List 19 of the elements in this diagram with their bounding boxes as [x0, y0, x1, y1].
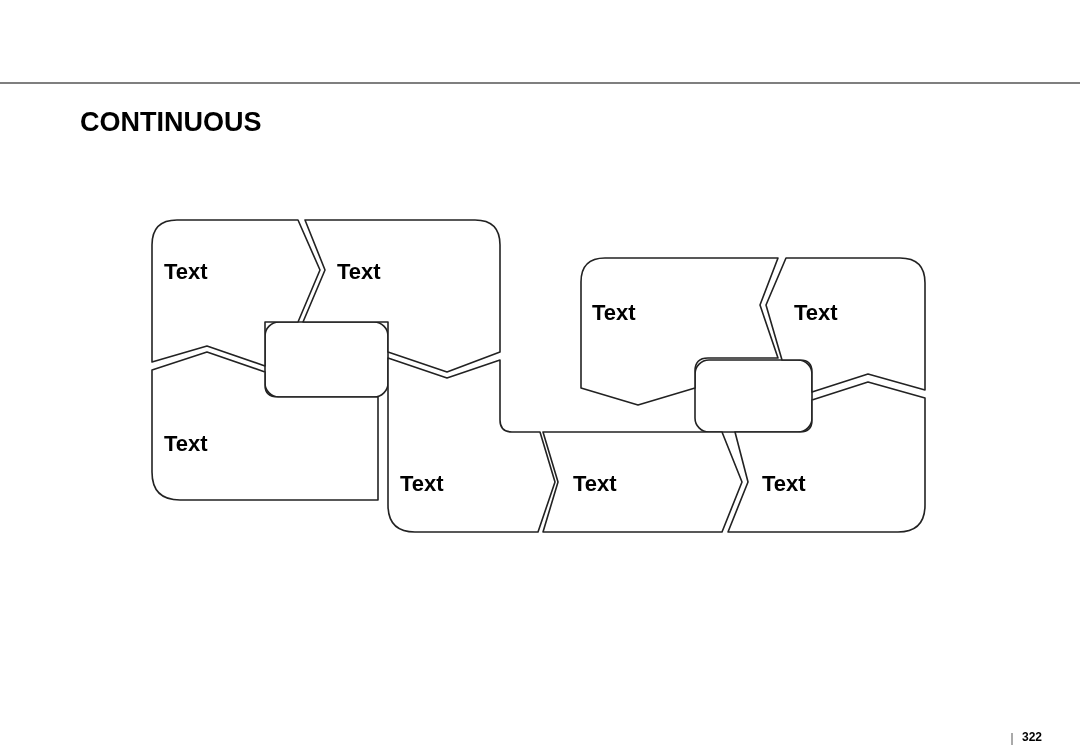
piece-label: Text: [337, 258, 381, 286]
piece-label: Text: [573, 470, 617, 498]
piece-label: Text: [400, 470, 444, 498]
puzzle-piece: [764, 256, 927, 394]
slide-title: CONTINUOUS: [80, 109, 262, 136]
piece-label: Text: [794, 299, 838, 327]
rounded-connector-box: [694, 359, 813, 433]
piece-label: Text: [164, 430, 208, 458]
puzzle-piece: [726, 380, 927, 534]
piece-label: Text: [762, 470, 806, 498]
page-number: 322: [1022, 729, 1043, 746]
rounded-connector-box: [264, 321, 389, 398]
puzzle-piece: [541, 430, 744, 534]
puzzle-piece: [150, 350, 380, 502]
puzzle-piece: [150, 218, 324, 368]
puzzle-piece: [386, 356, 557, 534]
puzzle-piece: [579, 256, 780, 407]
piece-label: Text: [592, 299, 636, 327]
piece-label: Text: [164, 258, 208, 286]
